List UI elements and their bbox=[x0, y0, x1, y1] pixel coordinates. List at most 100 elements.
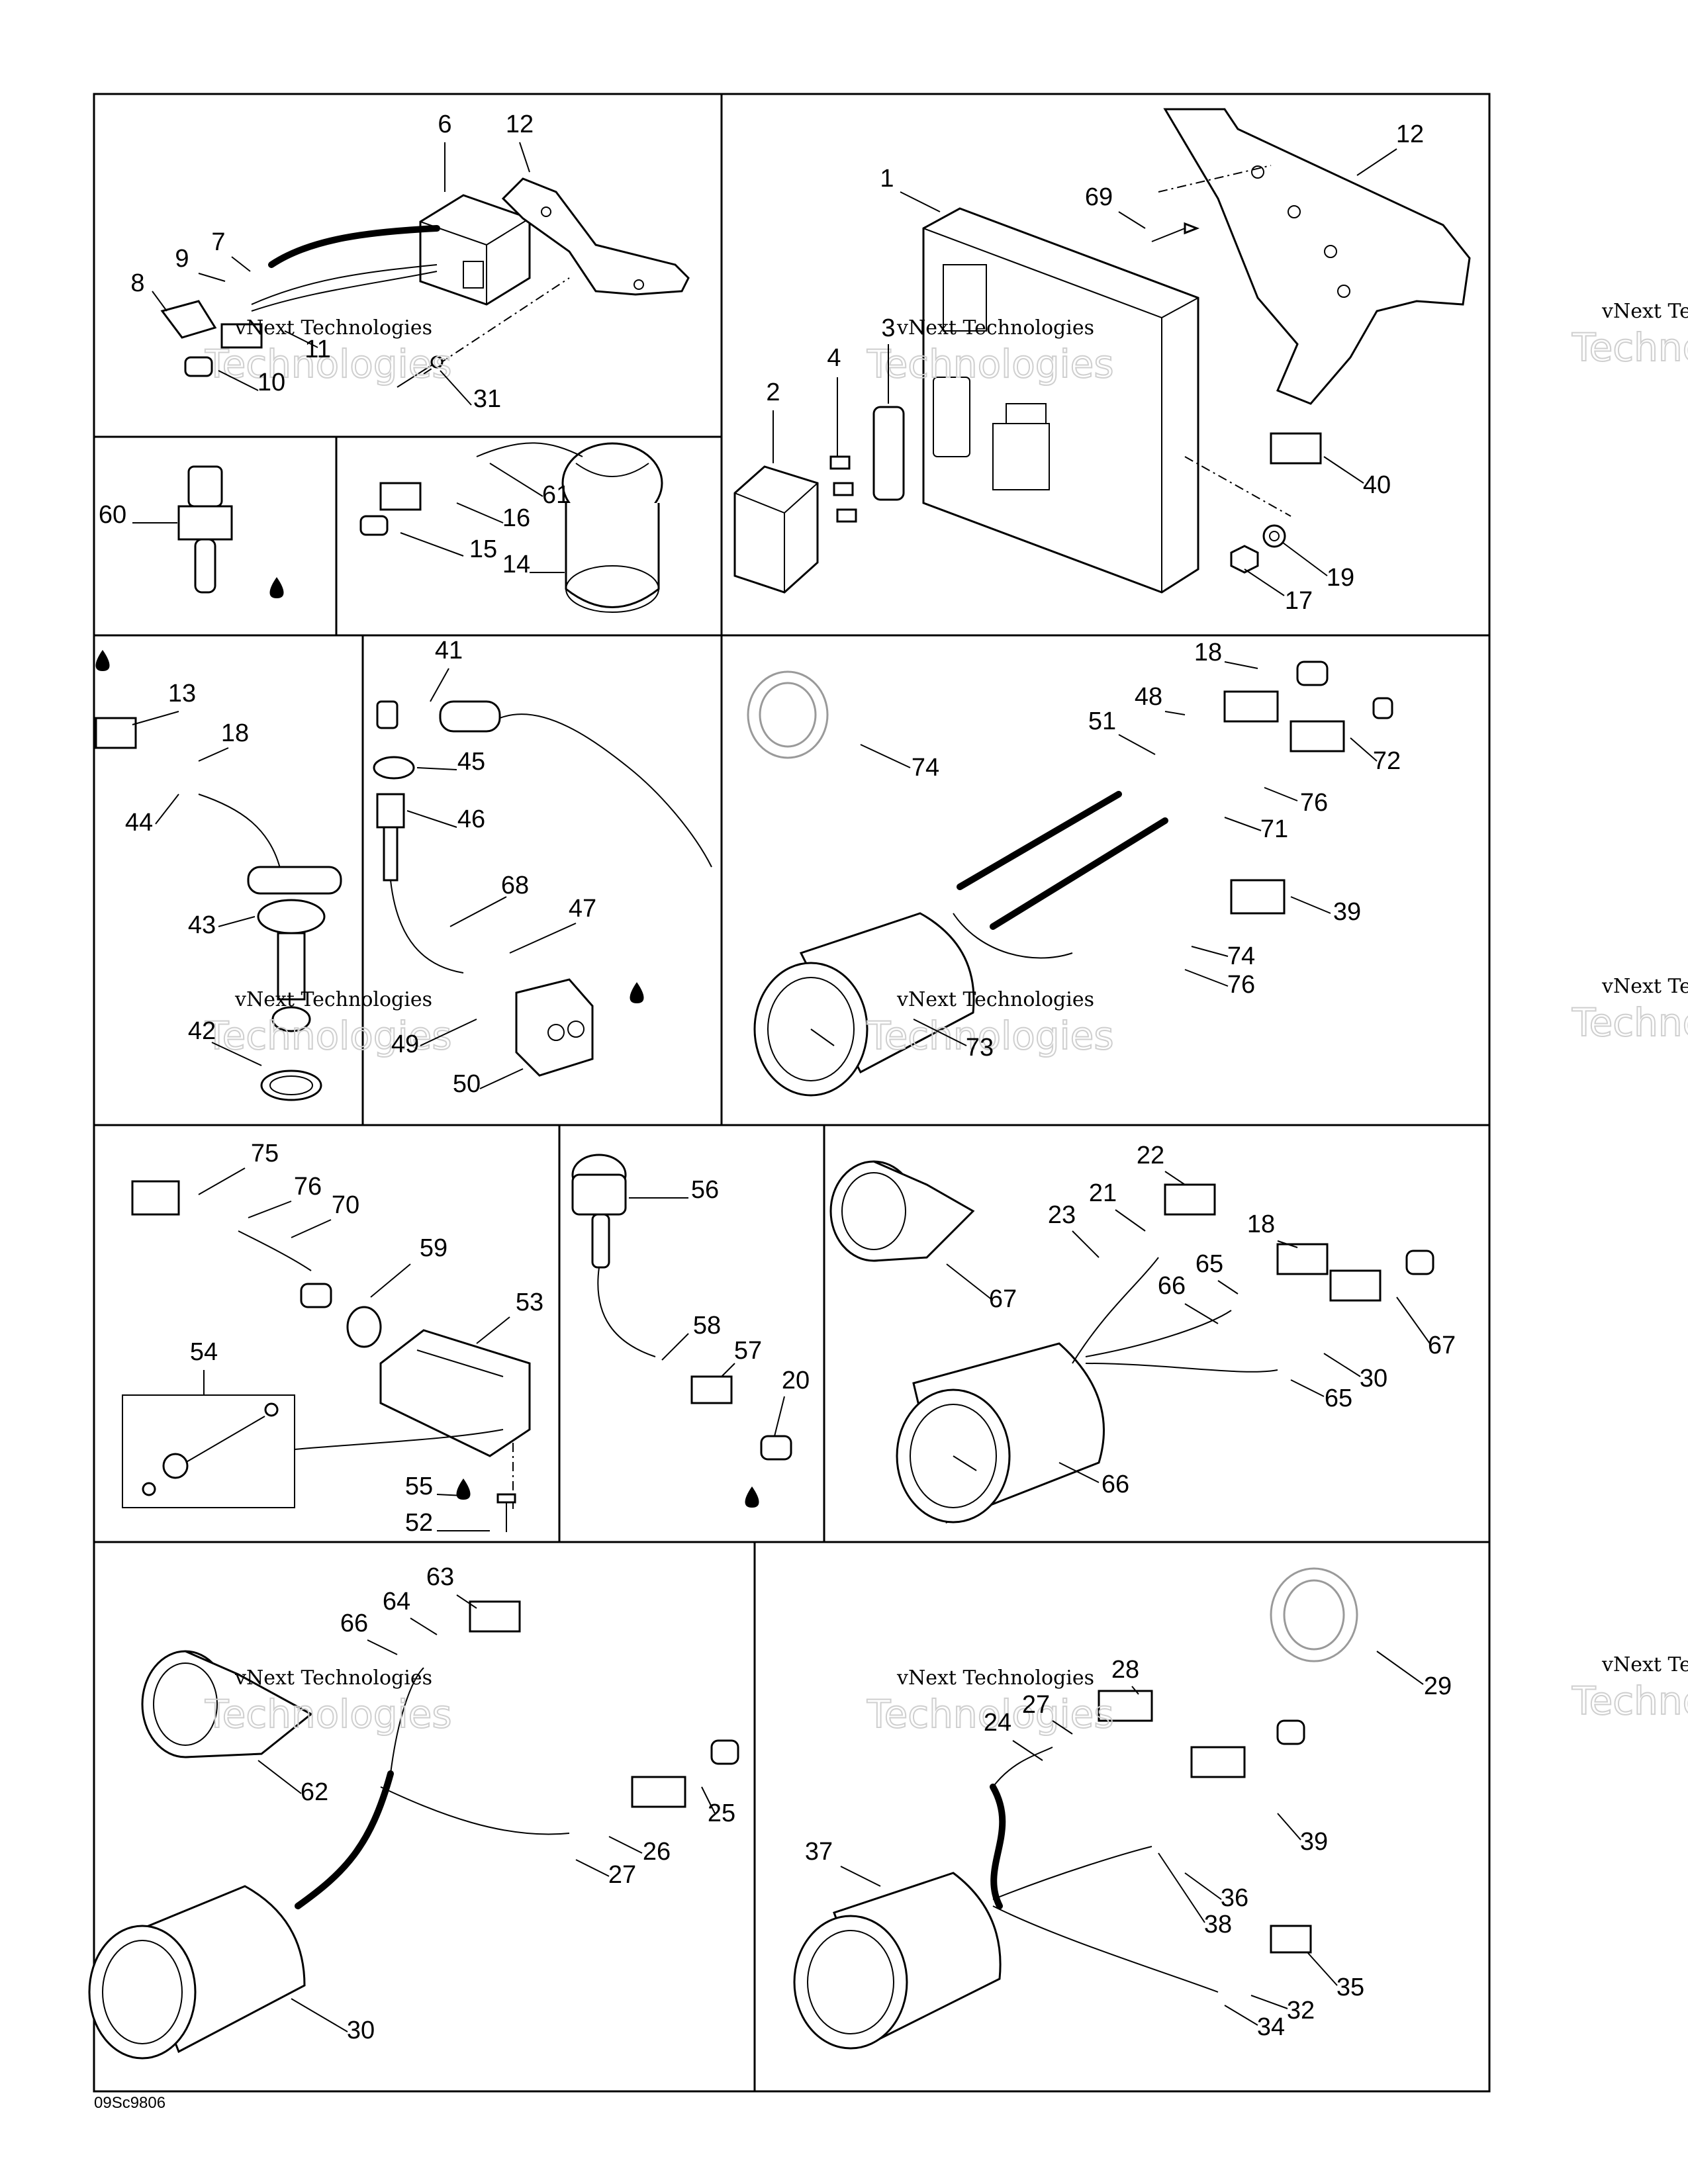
leader-line bbox=[1356, 148, 1397, 176]
leader-line bbox=[406, 810, 457, 828]
leader-line bbox=[410, 1617, 438, 1635]
callout-65: 65 bbox=[1196, 1250, 1223, 1278]
callout-22: 22 bbox=[1137, 1142, 1164, 1169]
callout-58: 58 bbox=[693, 1312, 721, 1340]
control-module bbox=[419, 194, 531, 306]
callout-64: 64 bbox=[383, 1588, 410, 1615]
callout-67: 67 bbox=[989, 1285, 1017, 1313]
callout-39: 39 bbox=[1300, 1828, 1328, 1856]
leader-line bbox=[1224, 2005, 1258, 2026]
leader-line bbox=[1277, 1240, 1298, 1248]
ecm-bracket bbox=[1163, 108, 1471, 405]
callout-75: 75 bbox=[251, 1140, 279, 1167]
leader-line bbox=[1224, 661, 1258, 669]
watermark-outline: Technologies bbox=[205, 1013, 452, 1058]
leader-line bbox=[1191, 946, 1229, 957]
callout-76: 76 bbox=[1300, 789, 1328, 817]
callout-35: 35 bbox=[1336, 1974, 1364, 2001]
leader-line bbox=[456, 1594, 477, 1609]
callout-48: 48 bbox=[1135, 683, 1162, 711]
gauge-body bbox=[753, 912, 975, 1097]
callout-18: 18 bbox=[1194, 639, 1222, 666]
leader-line bbox=[1012, 1740, 1043, 1761]
trim-body bbox=[793, 1872, 1002, 2050]
leader-line bbox=[218, 370, 259, 391]
callout-57: 57 bbox=[734, 1337, 762, 1365]
leader-line bbox=[479, 1068, 524, 1089]
callout-63: 63 bbox=[426, 1563, 454, 1591]
tach-bezel bbox=[829, 1160, 975, 1262]
callout-15: 15 bbox=[469, 535, 497, 563]
leader-line bbox=[291, 1998, 348, 2032]
fuel-bezel bbox=[141, 1650, 313, 1758]
trim-connector bbox=[131, 1180, 180, 1216]
leader-line bbox=[1158, 1852, 1205, 1923]
callout-30: 30 bbox=[347, 2017, 375, 2044]
leader-line bbox=[661, 1333, 689, 1361]
speed-sensor-probe bbox=[376, 793, 405, 882]
callout-72: 72 bbox=[1373, 747, 1401, 775]
callout-16: 16 bbox=[502, 504, 530, 532]
watermark-outline: Technologies bbox=[867, 1013, 1114, 1058]
callout-65: 65 bbox=[1325, 1385, 1352, 1412]
callout-76: 76 bbox=[1227, 971, 1255, 999]
leader-line bbox=[1277, 1813, 1301, 1841]
callout-59: 59 bbox=[420, 1234, 447, 1262]
watermark-text: vNext Te bbox=[1601, 300, 1688, 323]
fuel-sensor bbox=[247, 866, 342, 1032]
trim-bezel-ring bbox=[1270, 1567, 1358, 1662]
leader-line bbox=[420, 1019, 477, 1046]
leader-line bbox=[1115, 1209, 1146, 1232]
callout-7: 7 bbox=[211, 228, 225, 256]
water-temp-probe bbox=[571, 1154, 627, 1269]
fuse-holder bbox=[872, 406, 905, 501]
leader-line bbox=[1184, 1303, 1219, 1324]
callout-42: 42 bbox=[188, 1017, 216, 1045]
callout-1: 1 bbox=[880, 165, 894, 193]
leader-line bbox=[575, 1859, 610, 1877]
callout-61: 61 bbox=[542, 481, 570, 509]
leader-line bbox=[509, 923, 577, 954]
drop-icon bbox=[456, 1479, 471, 1500]
leader-line bbox=[1307, 1952, 1338, 1986]
leader-line bbox=[155, 794, 179, 825]
callout-37: 37 bbox=[805, 1838, 833, 1866]
callout-21: 21 bbox=[1089, 1179, 1117, 1207]
callout-18: 18 bbox=[1247, 1210, 1275, 1238]
callout-13: 13 bbox=[168, 680, 196, 707]
drop-icon bbox=[745, 1486, 759, 1508]
leader-line bbox=[489, 463, 543, 497]
leader-line bbox=[198, 273, 226, 282]
leader-line bbox=[449, 896, 507, 927]
leader-line bbox=[1058, 1462, 1100, 1483]
leader-line bbox=[1396, 1297, 1430, 1344]
callout-2: 2 bbox=[766, 379, 780, 406]
leader-line bbox=[946, 1263, 994, 1301]
callout-23: 23 bbox=[1048, 1201, 1076, 1229]
panel-bilge-pump bbox=[359, 442, 663, 613]
rivet bbox=[397, 355, 444, 388]
callout-45: 45 bbox=[457, 748, 485, 776]
leader-line bbox=[1323, 1353, 1361, 1377]
grommet bbox=[300, 1283, 382, 1348]
watermark-outline: Techno bbox=[1571, 1678, 1688, 1723]
callout-17: 17 bbox=[1285, 587, 1313, 615]
callout-41: 41 bbox=[435, 637, 463, 664]
callout-62: 62 bbox=[301, 1778, 328, 1806]
relay bbox=[733, 465, 819, 594]
callout-67: 67 bbox=[1428, 1332, 1456, 1359]
sender-arm bbox=[379, 1329, 531, 1457]
leader-line bbox=[231, 256, 251, 272]
callout-44: 44 bbox=[125, 809, 153, 837]
pivot-pin bbox=[142, 1402, 279, 1496]
callout-12: 12 bbox=[506, 111, 534, 138]
panel-trim-sender bbox=[122, 1180, 531, 1532]
callout-3: 3 bbox=[881, 314, 895, 342]
callout-10: 10 bbox=[258, 369, 285, 396]
ecm-unit bbox=[922, 207, 1199, 594]
leader-line bbox=[1052, 1720, 1073, 1735]
callout-12: 12 bbox=[1396, 120, 1424, 148]
watermark-text: vNext Technologies bbox=[234, 988, 432, 1011]
leader-line bbox=[701, 1786, 716, 1814]
callout-31: 31 bbox=[473, 385, 501, 413]
